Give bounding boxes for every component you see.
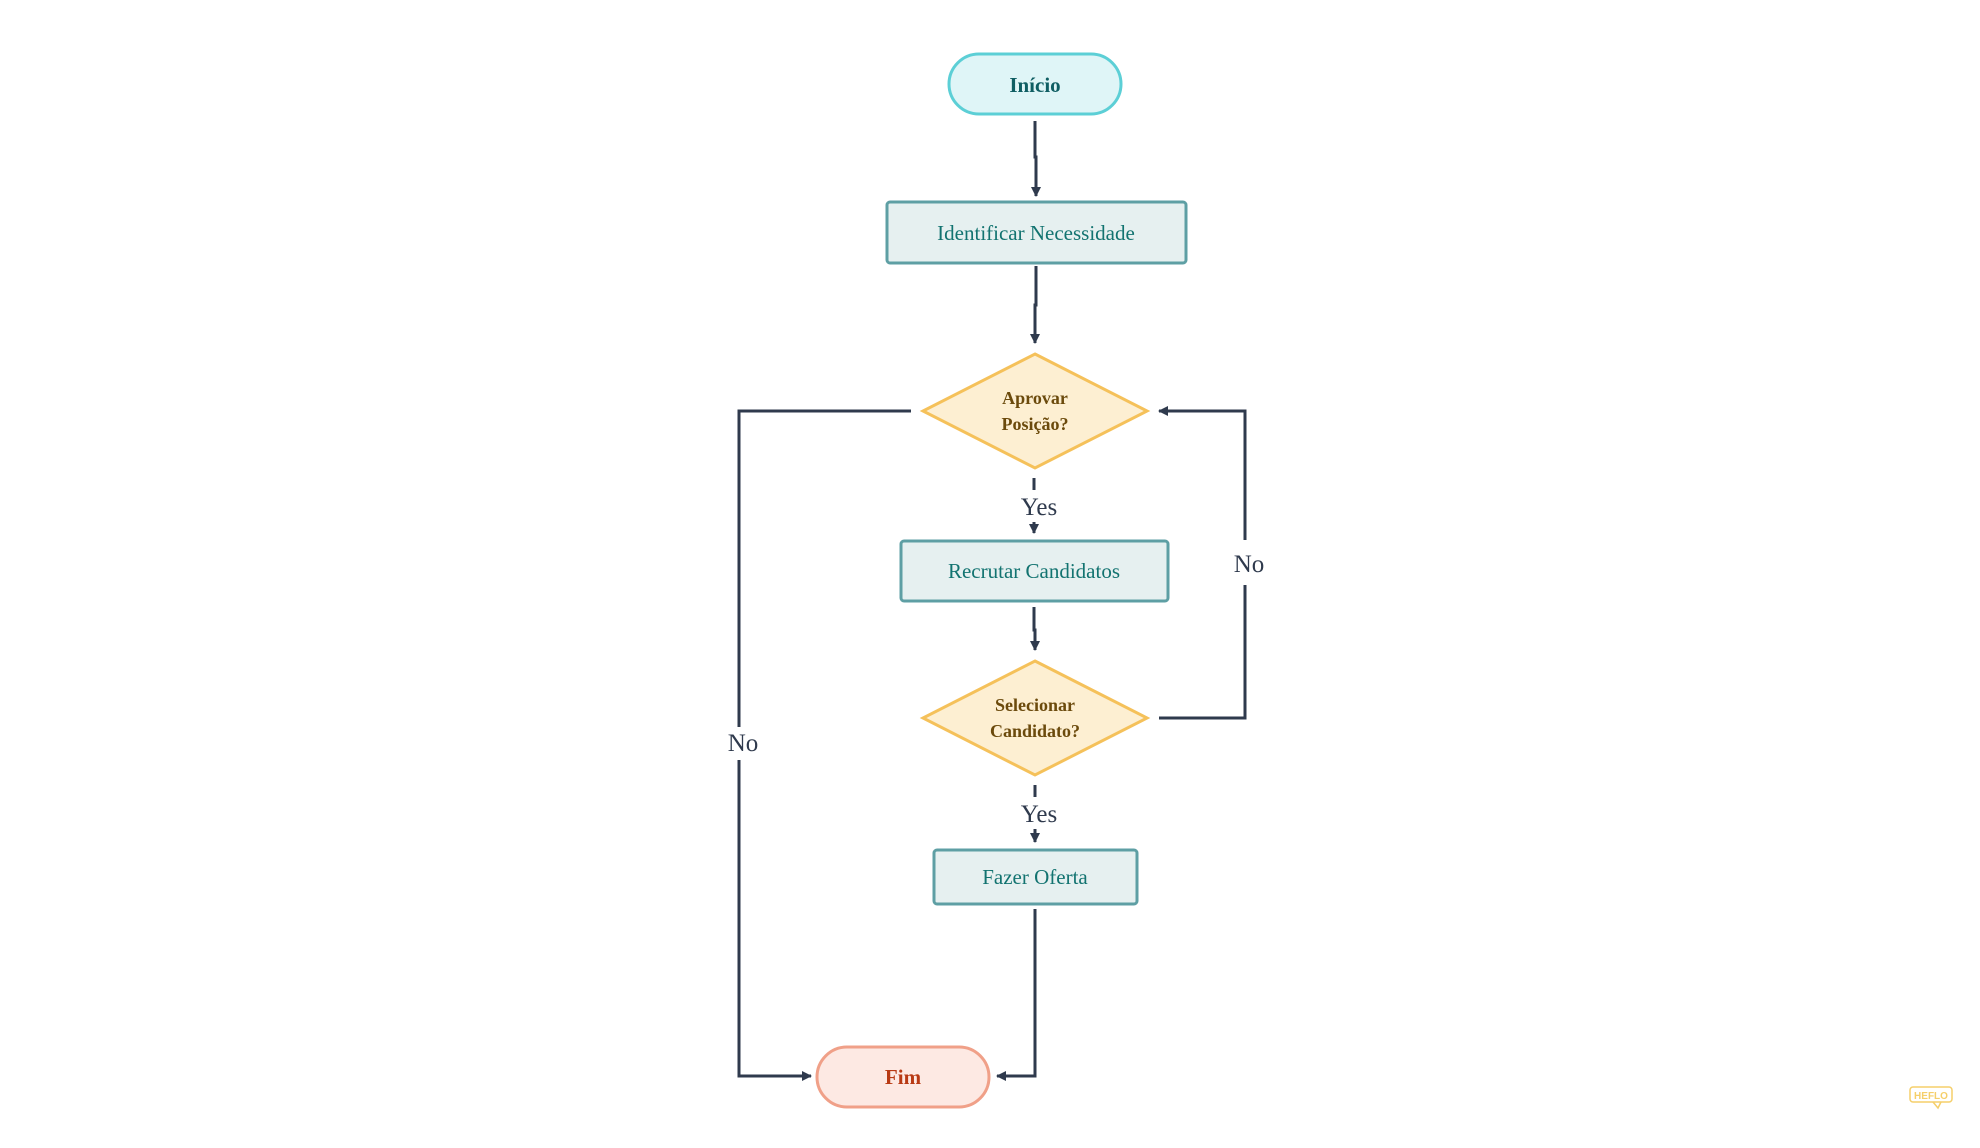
approve-position-node-label-line2: Posição? (1002, 414, 1069, 434)
edge-label-select-yes: Yes (1021, 801, 1057, 828)
start-node-label: Início (1009, 73, 1060, 97)
identify-need-node-label: Identificar Necessidade (937, 221, 1135, 245)
end-node-shape (815, 1045, 991, 1109)
make-offer-node-shape (932, 848, 1139, 906)
edge-start-to-identify (1031, 121, 1041, 197)
select-candidate-node[interactable]: Selecionar Candidato? (919, 659, 1151, 777)
edge-label-approve-no: No (728, 730, 759, 757)
heflo-logo: HEFLO (1909, 1086, 1953, 1110)
make-offer-node[interactable]: Fazer Oferta (932, 848, 1139, 906)
edge-approve-to-end-lower (737, 760, 812, 1081)
identify-need-node-shape (885, 200, 1188, 265)
recruit-candidates-node-label: Recrutar Candidatos (948, 559, 1120, 583)
heflo-logo-text: HEFLO (1914, 1091, 1948, 1102)
edge-select-to-approve-upper (1158, 406, 1247, 540)
select-candidate-node-label-line1: Selecionar (995, 695, 1075, 715)
end-node[interactable]: Fim (815, 1045, 991, 1109)
edge-label-select-no: No (1234, 551, 1265, 578)
heflo-logo-tail (1932, 1101, 1942, 1110)
edge-select-to-approve (1159, 585, 1247, 720)
edges (737, 121, 1247, 1081)
approve-position-node-shape (919, 352, 1151, 470)
start-node[interactable]: Início (947, 52, 1123, 116)
end-node-label: Fim (885, 1065, 922, 1089)
approve-position-node[interactable]: Aprovar Posição? (919, 352, 1151, 470)
start-node-shape (947, 52, 1123, 116)
make-offer-node-label: Fazer Oferta (982, 865, 1088, 889)
select-candidate-node-shape (919, 659, 1151, 777)
edge-recruit-to-select (1030, 607, 1040, 651)
edge-identify-to-approve (1030, 266, 1040, 344)
recruit-candidates-node-shape (899, 539, 1170, 603)
edge-approve-to-end (737, 409, 911, 727)
edge-offer-to-end (996, 909, 1037, 1081)
approve-position-node-label-line1: Aprovar (1002, 388, 1068, 408)
edge-label-approve-yes: Yes (1021, 494, 1057, 521)
heflo-logo-frame (1909, 1086, 1953, 1103)
select-candidate-node-label-line2: Candidato? (990, 721, 1080, 741)
recruit-candidates-node[interactable]: Recrutar Candidatos (899, 539, 1170, 603)
identify-need-node[interactable]: Identificar Necessidade (885, 200, 1188, 265)
